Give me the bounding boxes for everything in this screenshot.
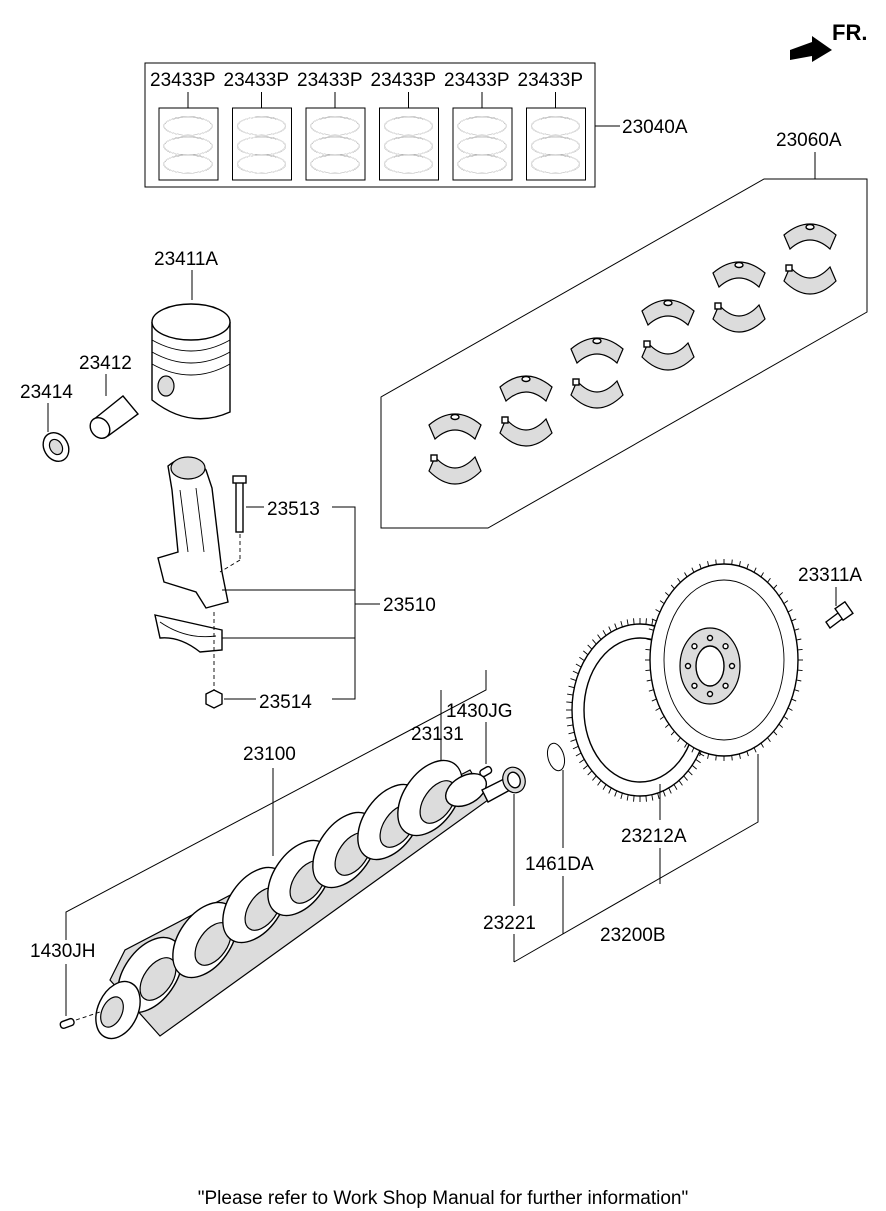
oil-seal-group: 23221 xyxy=(483,766,536,934)
piston-group: 23411A xyxy=(151,249,231,420)
pin-1430jh-icon xyxy=(59,1017,75,1030)
snap-ring-icon xyxy=(42,431,70,463)
part-label-23131: 23131 xyxy=(411,724,464,745)
piston-pin-group: 23412 xyxy=(79,353,140,439)
piston-ring-kit-group: 23433P 23433P 23433P 23433P 23433P 23433P 230… xyxy=(144,62,688,188)
part-label-23433p: 23433P xyxy=(150,70,216,91)
front-label: FR. xyxy=(832,20,867,45)
rod-bolt-icon xyxy=(232,475,247,533)
snap-ring-group: 23414 xyxy=(20,382,73,463)
part-label-1430jh: 1430JH xyxy=(30,941,96,962)
part-label-23433p: 23433P xyxy=(371,70,437,91)
part-label-23411a: 23411A xyxy=(154,249,218,270)
main-bearing-6 xyxy=(783,223,837,295)
ring-set-3: 23433P xyxy=(297,70,366,181)
ring-set-frame xyxy=(526,107,586,181)
crankshaft-icon xyxy=(75,759,511,1040)
ring-1461da-group: 1461DA xyxy=(525,742,594,875)
part-label-23040a: 23040A xyxy=(622,117,688,138)
piston-icon xyxy=(151,303,231,420)
main-bearing-set-group: 23060A xyxy=(380,130,868,529)
ring-set-1: 23433P xyxy=(150,70,219,181)
part-label-23433p: 23433P xyxy=(444,70,510,91)
part-label-23433p: 23433P xyxy=(518,70,584,91)
footer-note: "Please refer to Work Shop Manual for fu… xyxy=(198,1188,688,1209)
ring-set-frame xyxy=(379,107,439,181)
main-bearing-4 xyxy=(641,299,695,371)
ring-kit-frame xyxy=(144,62,596,188)
crankshaft-bracket: 1430JG 23131 23100 1430JH xyxy=(30,670,513,1030)
ring-set-5: 23433P xyxy=(444,70,513,181)
part-label-23514: 23514 xyxy=(259,692,312,713)
front-arrow-icon xyxy=(790,36,832,62)
part-label-23513: 23513 xyxy=(267,499,320,520)
rod-nut-icon xyxy=(205,689,223,709)
piston-pin-icon xyxy=(89,395,140,439)
bearing-set-frame xyxy=(380,178,868,529)
flywheel-icon xyxy=(645,559,803,761)
part-label-23212a: 23212A xyxy=(621,826,687,847)
oil-seal-icon xyxy=(502,766,526,794)
ring-set-frame xyxy=(232,107,292,181)
part-label-23100: 23100 xyxy=(243,744,296,765)
flywheel-bolt-icon xyxy=(825,600,854,630)
main-bearing-2 xyxy=(499,375,553,447)
connecting-rod-icon xyxy=(154,456,229,653)
ring-set-frame xyxy=(158,107,219,181)
part-label-23414: 23414 xyxy=(20,382,73,403)
ring-1461da-icon xyxy=(546,742,566,772)
part-label-23433p: 23433P xyxy=(224,70,290,91)
main-bearing-1 xyxy=(428,413,482,485)
part-label-23510: 23510 xyxy=(383,595,436,616)
ring-set-frame xyxy=(452,107,513,181)
part-label-1461da: 1461DA xyxy=(525,854,594,875)
front-direction-indicator: FR. xyxy=(790,20,867,62)
part-label-23433p: 23433P xyxy=(297,70,363,91)
ring-set-frame xyxy=(305,107,366,181)
ring-set-2: 23433P xyxy=(224,70,292,181)
part-label-1430jg: 1430JG xyxy=(446,701,513,722)
part-label-23200b: 23200B xyxy=(600,925,666,946)
part-label-23412: 23412 xyxy=(79,353,132,374)
part-label-23060a: 23060A xyxy=(776,130,842,151)
flywheel-group: 23212A 23200B xyxy=(513,559,803,963)
main-bearing-3 xyxy=(570,337,624,409)
ring-set-4: 23433P xyxy=(371,70,439,181)
main-bearing-5 xyxy=(712,261,766,333)
part-label-23311a: 23311A xyxy=(798,565,862,586)
flywheel-bolt-group: 23311A xyxy=(798,565,862,630)
ring-set-6: 23433P xyxy=(518,70,586,181)
part-label-23221: 23221 xyxy=(483,913,536,934)
connecting-rod-group: 23513 23510 23514 xyxy=(154,456,436,713)
